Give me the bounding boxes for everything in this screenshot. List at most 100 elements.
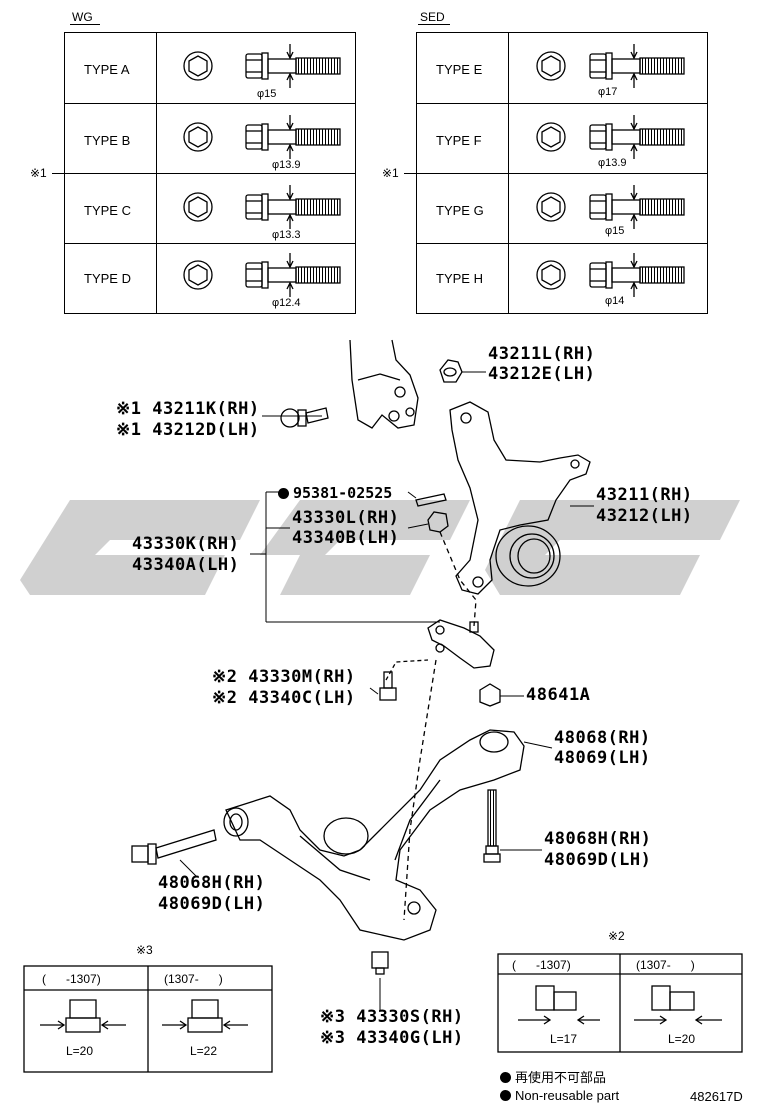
part-43330L[interactable]: 43330L(RH)	[292, 508, 400, 528]
legend-jp: 再使用不可部品	[500, 1067, 606, 1086]
note2-col2: (1307- )	[636, 958, 695, 972]
part-48069D-right[interactable]: 48069D(LH)	[544, 850, 652, 870]
type-h-bolt-icon	[589, 252, 685, 298]
type-b-nut-icon	[183, 122, 213, 152]
type-c-bolt-icon	[245, 184, 341, 230]
part-48069[interactable]: 48069(LH)	[554, 748, 651, 768]
wg-mark-line	[52, 173, 64, 174]
steering-knuckle	[449, 401, 591, 595]
wg-row-b	[64, 103, 356, 174]
knuckle-bolt	[280, 407, 329, 428]
type-a-label: TYPE A	[84, 62, 130, 77]
ball-joint	[427, 619, 495, 669]
type-d-bolt-icon	[245, 252, 341, 298]
type-d-label: TYPE D	[84, 271, 131, 286]
vertical-arm-bolt	[483, 789, 501, 863]
legend-dot-icon	[500, 1090, 511, 1101]
bushing-nut	[479, 683, 501, 707]
part-43340A[interactable]: 43340A(LH)	[132, 555, 240, 575]
lower-control-arm	[223, 729, 525, 941]
wg-row-c	[64, 173, 356, 244]
type-f-bolt-icon	[589, 114, 685, 160]
non-reusable-marker-icon	[278, 488, 289, 499]
part-43330S[interactable]: ※3 43330S(RH)	[320, 1007, 464, 1027]
legend-dot-icon	[500, 1072, 511, 1083]
wg-divider	[156, 32, 157, 313]
part-43340C[interactable]: ※2 43340C(LH)	[212, 688, 356, 708]
type-b-label: TYPE B	[84, 133, 131, 148]
strut-bracket	[349, 339, 419, 429]
legend-en-text: Non-reusable part	[515, 1088, 620, 1103]
note3-len1: L=20	[66, 1044, 94, 1058]
note3-len2: L=22	[190, 1044, 218, 1058]
type-b-bolt-icon	[245, 114, 341, 160]
top-nut	[439, 359, 463, 383]
type-g-nut-icon	[536, 192, 566, 222]
type-d-dim: φ12.4	[272, 297, 301, 309]
sed-row-e	[416, 32, 708, 104]
type-h-label: TYPE H	[436, 271, 483, 286]
part-43211[interactable]: 43211(RH)	[596, 485, 693, 505]
type-f-nut-icon	[536, 122, 566, 152]
sed-row-g	[416, 173, 708, 244]
part-43330M[interactable]: ※2 43330M(RH)	[212, 667, 356, 687]
part-48641A[interactable]: 48641A	[526, 685, 591, 705]
type-e-label: TYPE E	[436, 62, 483, 77]
type-e-nut-icon	[536, 51, 566, 81]
wg-row-a	[64, 32, 356, 104]
wg-title-line	[70, 24, 100, 25]
sed-title: SED	[420, 10, 445, 24]
type-a-nut-icon	[183, 51, 213, 81]
part-48068[interactable]: 48068(RH)	[554, 728, 651, 748]
part-43211L[interactable]: 43211L(RH)	[488, 344, 596, 364]
note3-box	[23, 965, 273, 1073]
cotter-pin	[415, 493, 447, 507]
figure-id: 482617D	[690, 1089, 743, 1104]
type-f-dim: φ13.9	[598, 157, 627, 169]
note3-col1: ( -1307)	[42, 972, 101, 986]
type-g-bolt-icon	[589, 184, 685, 230]
legend-en: Non-reusable part	[500, 1088, 619, 1103]
legend-jp-text: 再使用不可部品	[515, 1070, 607, 1085]
part-43212E[interactable]: 43212E(LH)	[488, 364, 596, 384]
sed-mark-line	[404, 173, 416, 174]
type-g-dim: φ15	[605, 225, 625, 237]
part-43211K[interactable]: ※1 43211K(RH)	[116, 399, 260, 419]
part-43212D[interactable]: ※1 43212D(LH)	[116, 420, 260, 440]
type-f-label: TYPE F	[436, 133, 482, 148]
part-43340G[interactable]: ※3 43340G(LH)	[320, 1028, 464, 1048]
part-95381[interactable]: 95381-02525	[278, 484, 392, 502]
type-a-bolt-icon	[245, 43, 341, 89]
horizontal-arm-bolt	[131, 829, 217, 865]
type-c-label: TYPE C	[84, 203, 131, 218]
part-95381-label: 95381-02525	[293, 484, 393, 502]
part-48068H-left[interactable]: 48068H(RH)	[158, 873, 266, 893]
ball-joint-bolt	[379, 671, 397, 701]
note3-col2: (1307- )	[164, 972, 223, 986]
note2-len1: L=17	[550, 1032, 578, 1046]
note2-len2: L=20	[668, 1032, 696, 1046]
sed-divider	[508, 32, 509, 313]
type-a-dim: φ15	[257, 88, 277, 100]
lower-arm-bolt	[371, 951, 389, 975]
type-c-dim: φ13.3	[272, 229, 301, 241]
part-43212[interactable]: 43212(LH)	[596, 506, 693, 526]
part-43330K[interactable]: 43330K(RH)	[132, 534, 240, 554]
type-d-nut-icon	[183, 260, 213, 290]
type-h-nut-icon	[536, 260, 566, 290]
sed-row-f	[416, 103, 708, 174]
note2-mark: ※2	[608, 929, 625, 943]
note2-col1: ( -1307)	[512, 958, 571, 972]
type-b-dim: φ13.9	[272, 159, 301, 171]
note3-mark: ※3	[136, 943, 153, 957]
part-48068H-right[interactable]: 48068H(RH)	[544, 829, 652, 849]
type-c-nut-icon	[183, 192, 213, 222]
type-g-label: TYPE G	[436, 203, 484, 218]
part-48069D-left[interactable]: 48069D(LH)	[158, 894, 266, 914]
part-43340B[interactable]: 43340B(LH)	[292, 528, 400, 548]
sed-title-line	[418, 24, 450, 25]
type-e-bolt-icon	[589, 43, 685, 89]
wg-mark: ※1	[30, 166, 47, 180]
